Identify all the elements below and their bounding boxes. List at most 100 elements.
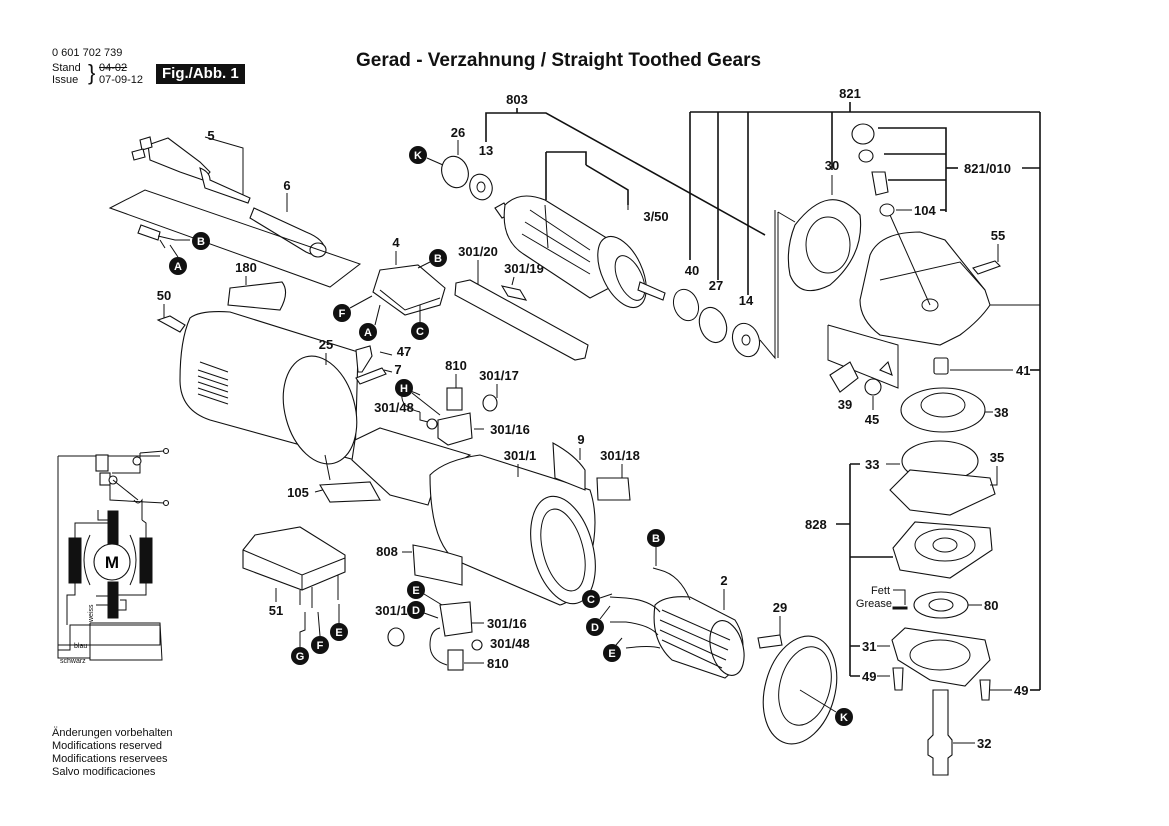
callout-e-brush: E [407,581,425,599]
motor-housing-25 [179,311,359,465]
label-7: 7 [394,362,401,377]
clamping-flange-31 [891,627,991,687]
footer-line-en: Modifications reserved [52,740,163,752]
nut-45 [864,378,882,396]
callout-e-coil: E [603,644,621,662]
label-80: 80 [984,598,998,613]
screw-49-left [892,667,904,691]
wire-label-weiss: weiss [88,604,95,623]
callout-b-coil: B [647,529,665,547]
spring-301-17-upper [482,394,498,412]
callout-k-baffle: K [835,708,853,726]
bearing-13 [469,173,493,201]
motor-label: M [105,553,119,572]
callout-k-upper: K [409,146,427,164]
screw-47 [355,345,373,373]
spring-821 [858,149,874,163]
figure-label: Fig./Abb. 1 [156,64,245,84]
svg-text:F: F [339,308,346,320]
label-301-48-lower: 301/48 [490,636,530,651]
label-plate-9 [552,442,586,491]
terminal-icon [162,447,170,455]
callout-d-coil: D [586,618,604,636]
label-49-right: 49 [1014,683,1028,698]
label-39: 39 [838,397,852,412]
label-13: 13 [479,143,493,158]
carbon-brush-810-lower [447,649,464,671]
callout-c-switch: C [411,322,429,340]
callout-d-brush: D [407,601,425,619]
label-301-17-upper: 301/17 [479,368,519,383]
label-821: 821 [839,86,861,101]
screw-50 [156,315,186,333]
brush-holder-301-16-upper [437,412,473,446]
label-301-1: 301/1 [504,448,537,463]
svg-text:C: C [416,326,424,338]
svg-text:F: F [317,640,324,652]
washer-80 [913,591,969,619]
circlip-40 [672,288,700,322]
svg-text:G: G [296,651,305,663]
callout-g-capacitor: G [291,647,309,665]
label-2: 2 [720,573,727,588]
gasket-35 [889,469,996,516]
brace-icon: } [88,60,96,85]
callout-f-switch: F [333,304,351,322]
spring-301-19 [500,285,528,301]
spring-301-17-lower [387,627,405,647]
slide-bar-301-20 [454,279,589,361]
svg-text:A: A [364,327,372,339]
label-5: 5 [207,128,214,143]
label-55: 55 [991,228,1005,243]
ring-27 [698,306,728,344]
label-301-18: 301/18 [600,448,640,463]
label-29: 29 [773,600,787,615]
label-301-48-upper: 301/48 [374,400,414,415]
bevel-gear-38 [900,387,986,433]
wiring-diagram: M weiss blau schwarz [57,447,170,665]
label-32: 32 [977,736,991,751]
label-27: 27 [709,278,723,293]
label-26: 26 [451,125,465,140]
baffle-tab-29 [757,634,783,649]
label-30: 30 [825,158,839,173]
stand-value: 04-02 [99,62,128,74]
stand-label: Stand [52,62,81,74]
footer-line-de: Änderungen vorbehalten [52,727,173,739]
label-38: 38 [994,405,1008,420]
label-47: 47 [397,344,411,359]
label-180: 180 [235,260,257,275]
bearing-14 [731,322,761,358]
screw-55 [972,260,1001,275]
housing-301-1 [351,427,596,606]
svg-text:A: A [174,261,182,273]
svg-text:H: H [400,383,408,395]
callout-h: H [395,379,413,397]
pinion-39 [829,361,859,393]
label-31: 31 [862,639,876,654]
svg-text:D: D [412,605,420,617]
label-fett: Fett [871,585,890,597]
label-41: 41 [1016,363,1030,378]
footer-line-es: Salvo modificaciones [52,766,156,778]
label-plate-808 [412,544,463,586]
svg-text:K: K [840,712,848,724]
svg-text:C: C [587,594,595,606]
svg-text:D: D [591,622,599,634]
label-6: 6 [283,178,290,193]
label-25: 25 [319,337,333,352]
screw-301-48-lower [471,639,483,651]
label-104: 104 [914,203,936,218]
switch-4 [372,264,446,316]
label-810-upper: 810 [445,358,467,373]
motor-symbol [93,543,131,581]
power-cord-assembly [131,136,327,258]
footer-line-fr: Modifications reservees [52,753,168,765]
label-49-left: 49 [862,669,876,684]
label-828: 828 [805,517,827,532]
gear-housing [859,214,991,346]
label-plate-180 [227,281,287,311]
svg-text:E: E [412,585,419,597]
footer-notes: Änderungen vorbehalten Modifications res… [52,727,172,779]
